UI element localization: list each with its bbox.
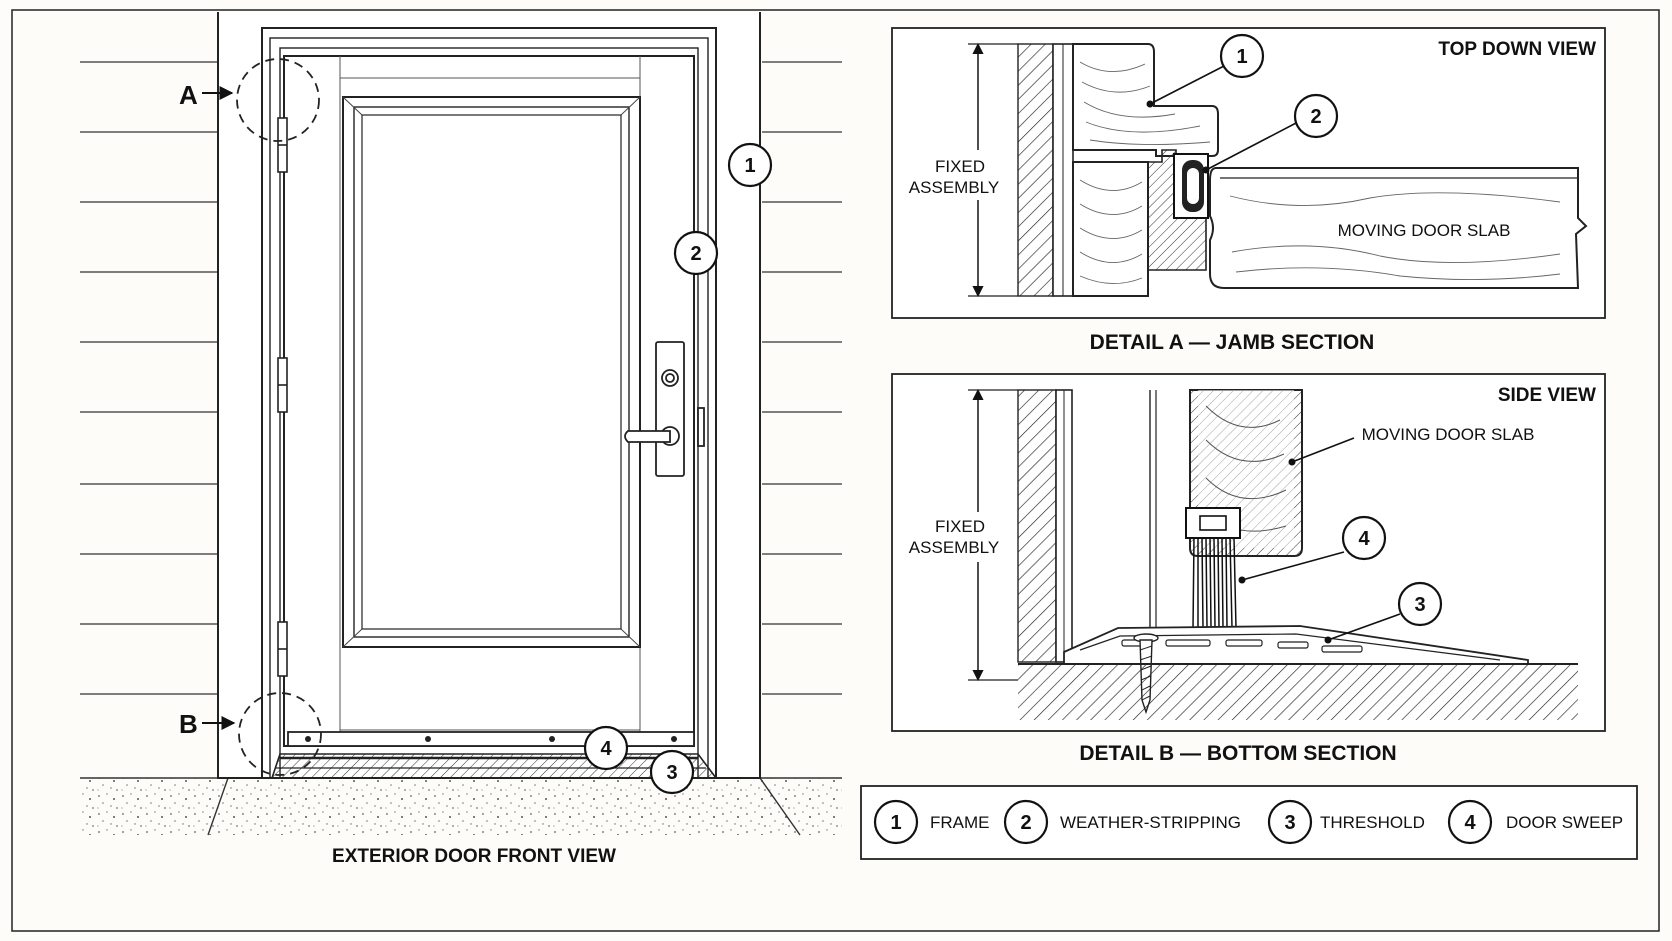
detail-b-title: DETAIL B — BOTTOM SECTION [1079, 742, 1396, 765]
detail-a-title: DETAIL A — JAMB SECTION [1090, 331, 1375, 354]
detail-b-view-label: SIDE VIEW [1498, 385, 1596, 406]
detail-b-fixed-label: FIXED [935, 517, 985, 536]
detail-b-fixed-label-2: ASSEMBLY [909, 538, 999, 557]
svg-text:4: 4 [1464, 812, 1476, 834]
detail-a-fixed-label-2: ASSEMBLY [909, 178, 999, 197]
legend-box [860, 785, 1638, 860]
svg-text:2: 2 [690, 243, 701, 265]
legend-item-frame: 1 FRAME [873, 799, 990, 845]
detail-b-subfloor [1018, 664, 1578, 720]
svg-text:1: 1 [890, 812, 901, 834]
callout-4-sweep: 4 [583, 725, 629, 771]
svg-text:4: 4 [1358, 528, 1370, 550]
callout-3-threshold: 3 [649, 749, 695, 795]
svg-text:THRESHOLD: THRESHOLD [1320, 813, 1425, 832]
detail-b-callout-4: 4 [1341, 515, 1387, 561]
svg-text:2: 2 [1020, 812, 1031, 834]
detail-a-callout-1: 1 [1219, 33, 1265, 79]
callout-1-frame: 1 [727, 142, 773, 188]
svg-text:3: 3 [1284, 812, 1295, 834]
detail-b: SIDE VIEW FIXED ASSEMBLY MOVING DOOR SLA… [891, 373, 1606, 765]
hinges [277, 117, 288, 677]
svg-text:3: 3 [1414, 594, 1425, 616]
door-sweep [287, 731, 695, 747]
detail-b-letter: B [179, 709, 198, 739]
page-border [11, 9, 1660, 932]
detail-b-marker [238, 692, 322, 776]
svg-text:1: 1 [744, 155, 755, 177]
door-panel [342, 96, 641, 648]
svg-text:WEATHER-STRIPPING: WEATHER-STRIPPING [1060, 813, 1241, 832]
detail-a-letter: A [179, 80, 198, 110]
svg-text:1: 1 [1236, 46, 1247, 68]
detail-a-view-label: TOP DOWN VIEW [1438, 39, 1596, 60]
detail-a-marker [236, 58, 320, 142]
svg-text:3: 3 [666, 762, 677, 784]
ground [80, 778, 228, 835]
detail-a-moving-label: MOVING DOOR SLAB [1338, 221, 1511, 240]
legend-item-door-sweep: 4 DOOR SWEEP [1447, 799, 1623, 845]
detail-b-wall [1017, 389, 1057, 663]
legend-item-threshold: 3 THRESHOLD [1267, 799, 1425, 845]
svg-text:DOOR SWEEP: DOOR SWEEP [1506, 813, 1623, 832]
detail-a-callout-2: 2 [1293, 93, 1339, 139]
detail-b-moving-label: MOVING DOOR SLAB [1362, 425, 1535, 444]
svg-text:4: 4 [600, 738, 612, 760]
detail-a-wall [1017, 43, 1054, 297]
detail-a-door-slab [1209, 167, 1588, 289]
detail-a-fixed-label: FIXED [935, 157, 985, 176]
detail-a-jamb [1072, 43, 1219, 157]
front-view: A B 1 2 4 3 EXTERIOR DOOR FRONT VIEW [80, 12, 842, 867]
front-view-caption: EXTERIOR DOOR FRONT VIEW [332, 846, 616, 867]
detail-a: TOP DOWN VIEW FIXED ASSEMBLY MOVING DOOR… [891, 27, 1606, 354]
legend: 1 FRAME 2 WEATHER-STRIPPING 3 THRESHOLD … [860, 785, 1638, 860]
legend-item-weather-stripping: 2 WEATHER-STRIPPING [1003, 799, 1241, 845]
svg-text:2: 2 [1310, 106, 1321, 128]
lockset [624, 341, 705, 477]
callout-2-weatherstrip: 2 [673, 230, 719, 276]
svg-text:FRAME: FRAME [930, 813, 990, 832]
detail-b-callout-3: 3 [1397, 581, 1443, 627]
wall-siding [80, 61, 842, 695]
